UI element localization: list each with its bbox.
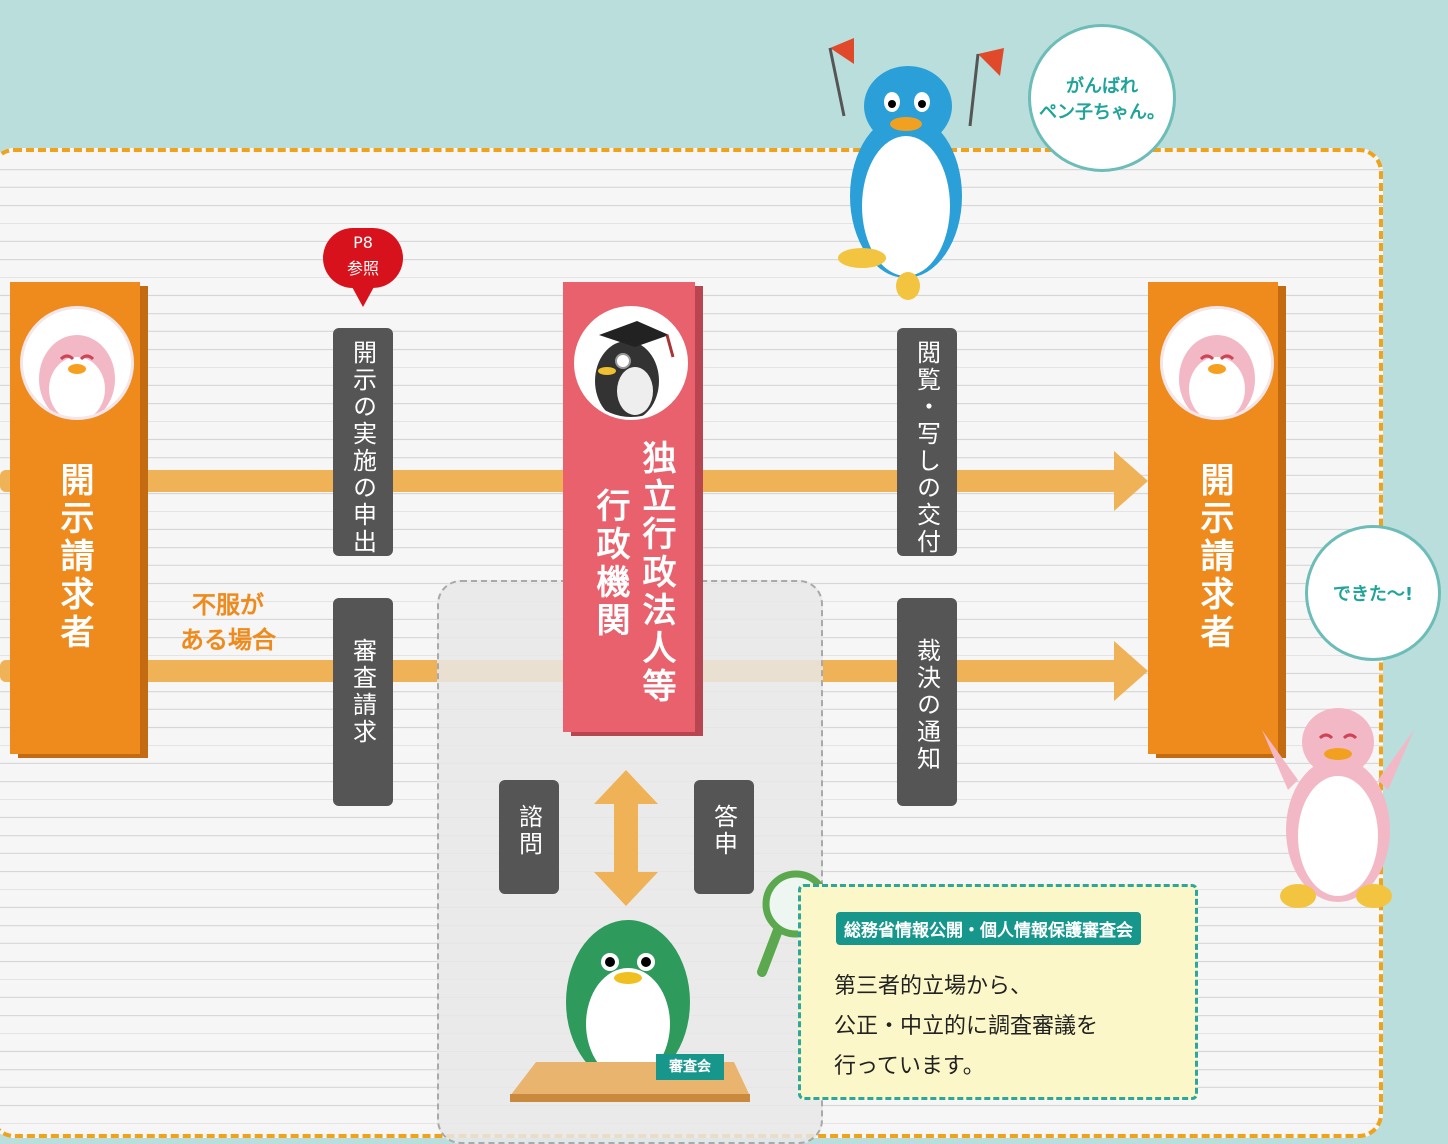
page-reference-pin — [323, 228, 403, 288]
cheer-line1: がんばれ — [1066, 76, 1138, 97]
pink-penguin-avatar-right — [1160, 306, 1274, 420]
flow-arrow-review-head — [1114, 641, 1148, 701]
requester-label-left: 開示請求者 — [54, 462, 94, 652]
step-decision-notice-label: 裁決の通知 — [912, 638, 941, 773]
blue-penguin-flags — [828, 38, 1004, 300]
scholar-penguin-avatar — [574, 306, 688, 420]
if-dissatisfied-line2: ある場合 — [180, 626, 276, 654]
step-inspection-copy: 閲覧・写しの交付 — [897, 328, 957, 556]
page-reference-pin-tip — [351, 285, 375, 307]
flow-arrow-disclosure-line — [0, 470, 1120, 492]
step-review-request-label: 審査請求 — [348, 638, 377, 746]
cheer-speech-bubble: がんばれ ペン子ちゃん。 — [1028, 24, 1176, 172]
review-board-desc-line2: 公正・中立的に調査審議を — [834, 1014, 1099, 1039]
done-speech-bubble: できた〜! — [1305, 525, 1441, 661]
review-board-desc-line1: 第三者的立場から、 — [834, 974, 1033, 999]
review-board-title: 総務省情報公開・個人情報保護審査会 — [836, 912, 1141, 945]
done-text: できた〜! — [1332, 584, 1414, 605]
flow-arrow-disclosure-head — [1114, 451, 1148, 511]
step-inquiry-label: 諮問 — [514, 804, 543, 858]
pink-penguin-cheering — [1262, 708, 1414, 908]
agency-label-line2: 行政機関 — [590, 488, 630, 640]
step-inspection-copy-label: 閲覧・写しの交付 — [912, 340, 941, 556]
if-dissatisfied-line1: 不服が — [192, 591, 264, 619]
step-review-request: 審査請求 — [333, 598, 393, 806]
step-report: 答申 — [694, 780, 754, 894]
step-report-label: 答申 — [709, 804, 738, 858]
review-board-penguin — [510, 920, 750, 1102]
cheer-line2: ペン子ちゃん。 — [1039, 102, 1165, 123]
inquiry-report-double-arrow — [594, 770, 658, 906]
review-board-desc-line3: 行っています。 — [834, 1054, 985, 1079]
page-reference-note: 参照 — [346, 259, 379, 278]
page-reference-page: P8 — [353, 233, 373, 252]
step-request-implementation-label: 開示の実施の申出 — [348, 340, 377, 556]
requester-label-right: 開示請求者 — [1194, 462, 1234, 652]
pink-penguin-avatar-left — [20, 306, 134, 420]
agency-label-line1: 独立行政法人等 — [636, 440, 676, 706]
step-inquiry: 諮問 — [499, 780, 559, 894]
step-request-implementation: 開示の実施の申出 — [333, 328, 393, 556]
review-board-label: 審査会 — [656, 1054, 724, 1080]
step-decision-notice: 裁決の通知 — [897, 598, 957, 806]
